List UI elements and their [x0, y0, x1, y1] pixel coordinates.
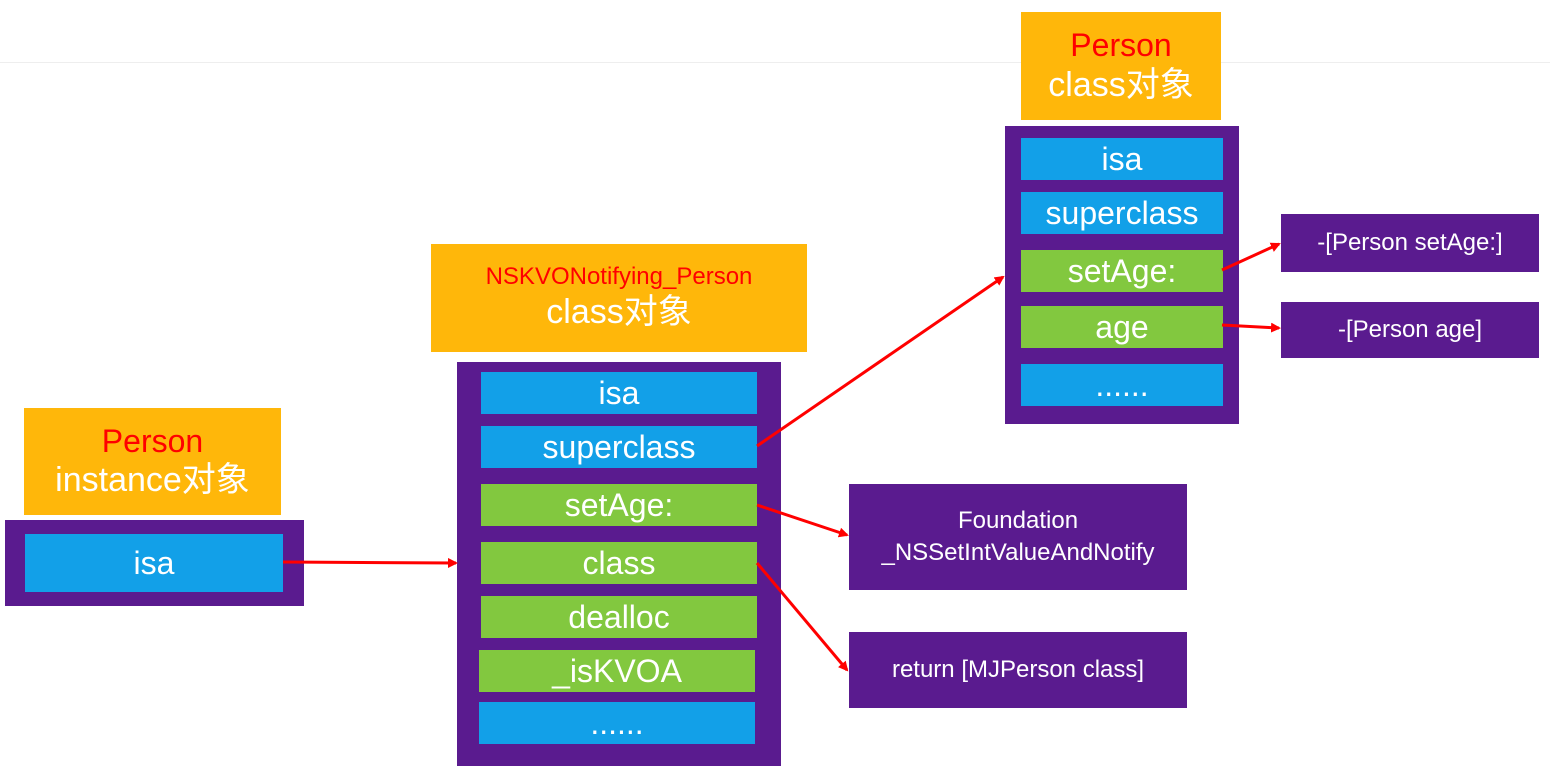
foundation-line2: _NSSetIntValueAndNotify — [881, 539, 1155, 566]
foundation-target: Foundation _NSSetIntValueAndNotify — [849, 484, 1187, 590]
person-class-subtitle: class对象 — [1048, 65, 1194, 104]
kvo-class-title: NSKVONotifying_Person — [485, 263, 753, 291]
arrow-person-age-to-method — [1221, 322, 1281, 333]
person-setage-text: -[Person setAge:] — [1317, 228, 1503, 256]
arrow-kvo-class-to-return — [755, 562, 849, 672]
kvo-slot-ellipsis: ...... — [479, 702, 755, 744]
arrow-person-setage-to-method — [1221, 242, 1281, 272]
return-class-target: return [MJPerson class] — [849, 632, 1187, 708]
kvo-slot-isa: isa — [481, 372, 757, 414]
person-class-title: Person — [1070, 27, 1172, 64]
instance-box: isa — [5, 520, 304, 606]
kvo-slot-superclass: superclass — [481, 426, 757, 468]
kvo-class-box: isa superclass setAge: class dealloc _is… — [457, 362, 781, 766]
person-setage-target: -[Person setAge:] — [1281, 214, 1539, 272]
kvo-slot-iskvoa: _isKVOA — [479, 650, 755, 692]
person-slot-age: age — [1021, 306, 1223, 348]
person-class-box: isa superclass setAge: age ...... — [1005, 126, 1239, 424]
person-age-text: -[Person age] — [1337, 315, 1483, 343]
person-slot-isa: isa — [1021, 138, 1223, 180]
foundation-line1: Foundation — [957, 506, 1079, 534]
person-slot-ellipsis: ...... — [1021, 364, 1223, 406]
top-divider — [0, 62, 1550, 63]
kvo-class-label: NSKVONotifying_Person class对象 — [431, 244, 807, 352]
kvo-slot-dealloc: dealloc — [481, 596, 757, 638]
arrow-kvo-setage-to-foundation — [756, 503, 849, 538]
instance-title: Person — [101, 422, 204, 459]
instance-subtitle: instance对象 — [55, 461, 250, 500]
person-age-target: -[Person age] — [1281, 302, 1539, 358]
person-class-label: Person class对象 — [1021, 12, 1221, 120]
kvo-slot-setage: setAge: — [481, 484, 757, 526]
return-class-text: return [MJPerson class] — [891, 655, 1145, 683]
instance-label: Person instance对象 — [24, 408, 281, 515]
kvo-slot-class: class — [481, 542, 757, 584]
person-slot-setage: setAge: — [1021, 250, 1223, 292]
arrow-instance-isa-to-kvo-class — [282, 557, 458, 568]
person-slot-superclass: superclass — [1021, 192, 1223, 234]
instance-slot-isa: isa — [25, 534, 283, 592]
kvo-class-subtitle: class对象 — [546, 293, 692, 331]
arrow-kvo-superclass-to-person-class — [756, 275, 1005, 448]
